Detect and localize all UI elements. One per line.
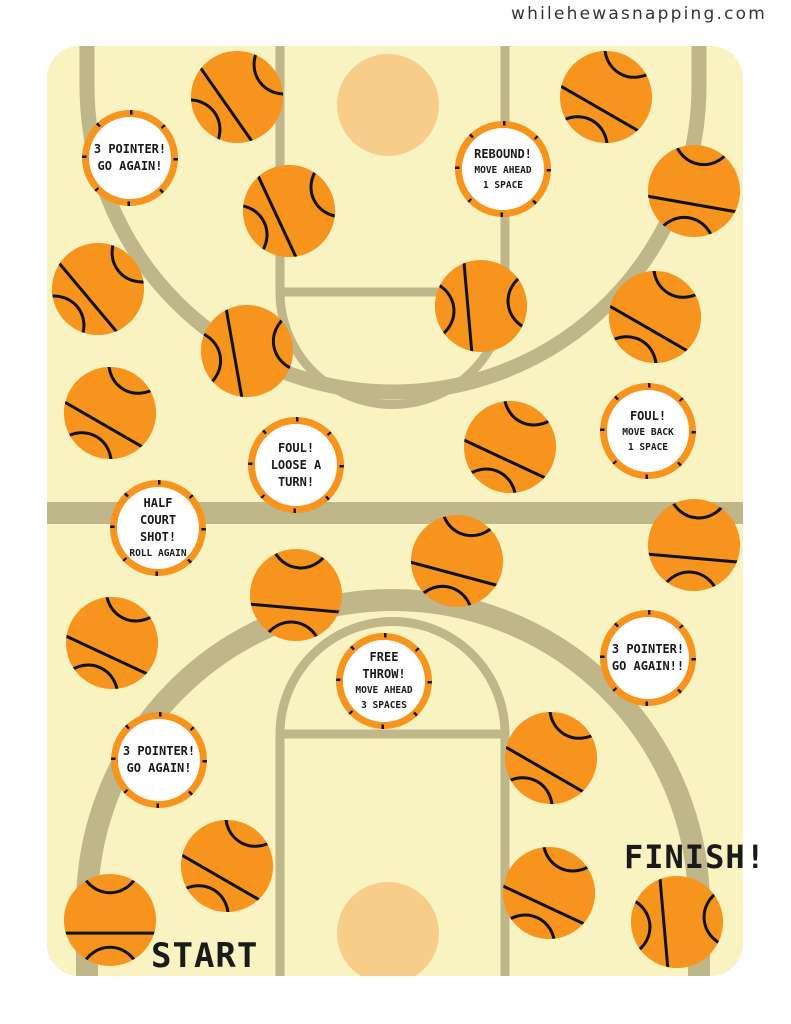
start-label: START	[151, 936, 259, 976]
space-text: HALF	[143, 496, 173, 510]
basketball-space[interactable]	[63, 873, 157, 967]
basketball-space[interactable]	[63, 366, 157, 460]
space-text: TURN!	[277, 474, 315, 489]
space-text: FOUL!	[629, 408, 667, 423]
basketball-court	[47, 46, 743, 976]
basketball-space[interactable]	[608, 270, 702, 364]
space-text: 3 SPACES	[361, 700, 407, 711]
space-text: 3 POINTER!	[93, 142, 167, 156]
basketball-space[interactable]	[180, 819, 274, 913]
space-text: REBOUND!	[474, 146, 532, 161]
basketball-space[interactable]	[647, 498, 741, 592]
basketball-space[interactable]	[249, 548, 343, 642]
bottom-center-circle	[337, 882, 439, 976]
basketball-space[interactable]	[504, 711, 598, 805]
space-rebound[interactable]: REBOUND! MOVE AHEAD 1 SPACE	[455, 121, 551, 217]
space-text: MOVE AHEAD	[474, 164, 532, 176]
space-text: GO AGAIN!!	[611, 659, 685, 673]
space-foul-move-back[interactable]: FOUL! MOVE BACK 1 SPACE	[600, 383, 696, 479]
space-text: THROW!	[362, 667, 406, 681]
basketball-space[interactable]	[410, 514, 504, 608]
basketball-space[interactable]	[434, 259, 528, 353]
space-text: COURT	[139, 513, 177, 527]
space-text: FREE	[369, 650, 399, 664]
space-text: LOOSE A	[270, 457, 322, 472]
space-text: 3 POINTER!	[122, 744, 196, 758]
space-text: 1 SPACE	[482, 179, 524, 191]
space-3-pointer-2[interactable]: 3 POINTER! GO AGAIN!!	[600, 610, 696, 706]
space-text: GO AGAIN!	[126, 761, 192, 775]
space-text: FOUL!	[277, 440, 315, 455]
basketball-space[interactable]	[647, 144, 741, 238]
basketball-space[interactable]	[559, 50, 653, 144]
basketball-space[interactable]	[190, 50, 284, 144]
space-text: GO AGAIN!	[97, 159, 163, 173]
space-text: MOVE AHEAD	[355, 685, 413, 696]
space-text: ROLL AGAIN	[129, 548, 187, 559]
basketball-space[interactable]	[200, 304, 294, 398]
space-text: SHOT!	[139, 530, 177, 544]
basketball-space[interactable]	[463, 400, 557, 494]
site-watermark: whilehewasnapping.com	[511, 4, 767, 24]
space-text: 3 POINTER!	[611, 642, 685, 656]
basketball-space[interactable]	[65, 596, 159, 690]
basketball-space[interactable]	[502, 846, 596, 940]
space-half-court[interactable]: HALF COURT SHOT! ROLL AGAIN	[110, 480, 206, 576]
basketball-space[interactable]	[51, 242, 145, 336]
basketball-space[interactable]	[242, 164, 336, 258]
space-3-pointer-1[interactable]: 3 POINTER! GO AGAIN!	[82, 110, 178, 206]
space-foul-lose-turn[interactable]: FOUL! LOOSE A TURN!	[248, 417, 344, 513]
top-center-circle	[337, 54, 439, 156]
finish-label: FINISH!	[624, 838, 766, 876]
space-text: MOVE BACK	[622, 426, 674, 438]
space-3-pointer-3[interactable]: 3 POINTER! GO AGAIN!	[111, 712, 207, 808]
basketball-space[interactable]	[630, 875, 724, 969]
space-text: 1 SPACE	[627, 441, 669, 453]
space-free-throw[interactable]: FREE THROW! MOVE AHEAD 3 SPACES	[336, 633, 432, 729]
